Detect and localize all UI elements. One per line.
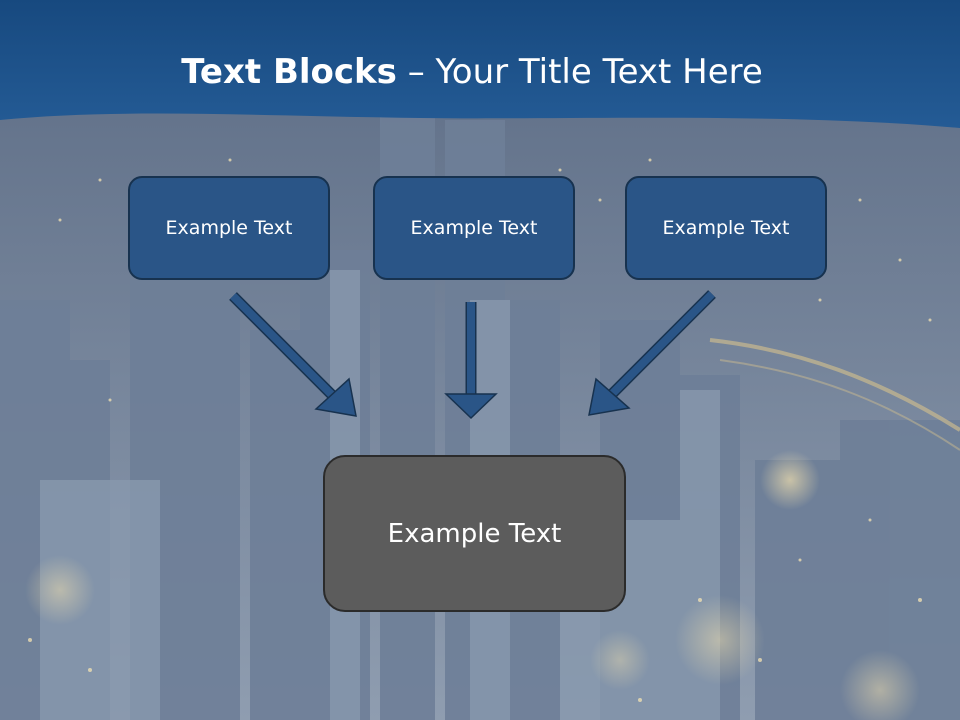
text-block-bottom[interactable]: Example Text bbox=[323, 455, 626, 612]
arrow-center bbox=[444, 302, 498, 420]
slide-title: Text Blocks – Your Title Text Here bbox=[0, 52, 944, 92]
title-separator: – bbox=[396, 52, 436, 92]
text-block-top-right[interactable]: Example Text bbox=[625, 176, 827, 280]
title-bold: Text Blocks bbox=[181, 52, 397, 92]
text-block-top-left[interactable]: Example Text bbox=[128, 176, 330, 280]
text-block-label: Example Text bbox=[662, 217, 790, 239]
arrow-right bbox=[588, 290, 716, 416]
arrow-left bbox=[229, 292, 357, 417]
text-block-label: Example Text bbox=[387, 518, 562, 549]
text-block-label: Example Text bbox=[165, 217, 293, 239]
title-rest: Your Title Text Here bbox=[435, 52, 763, 92]
text-block-label: Example Text bbox=[410, 217, 538, 239]
text-block-top-center[interactable]: Example Text bbox=[373, 176, 575, 280]
